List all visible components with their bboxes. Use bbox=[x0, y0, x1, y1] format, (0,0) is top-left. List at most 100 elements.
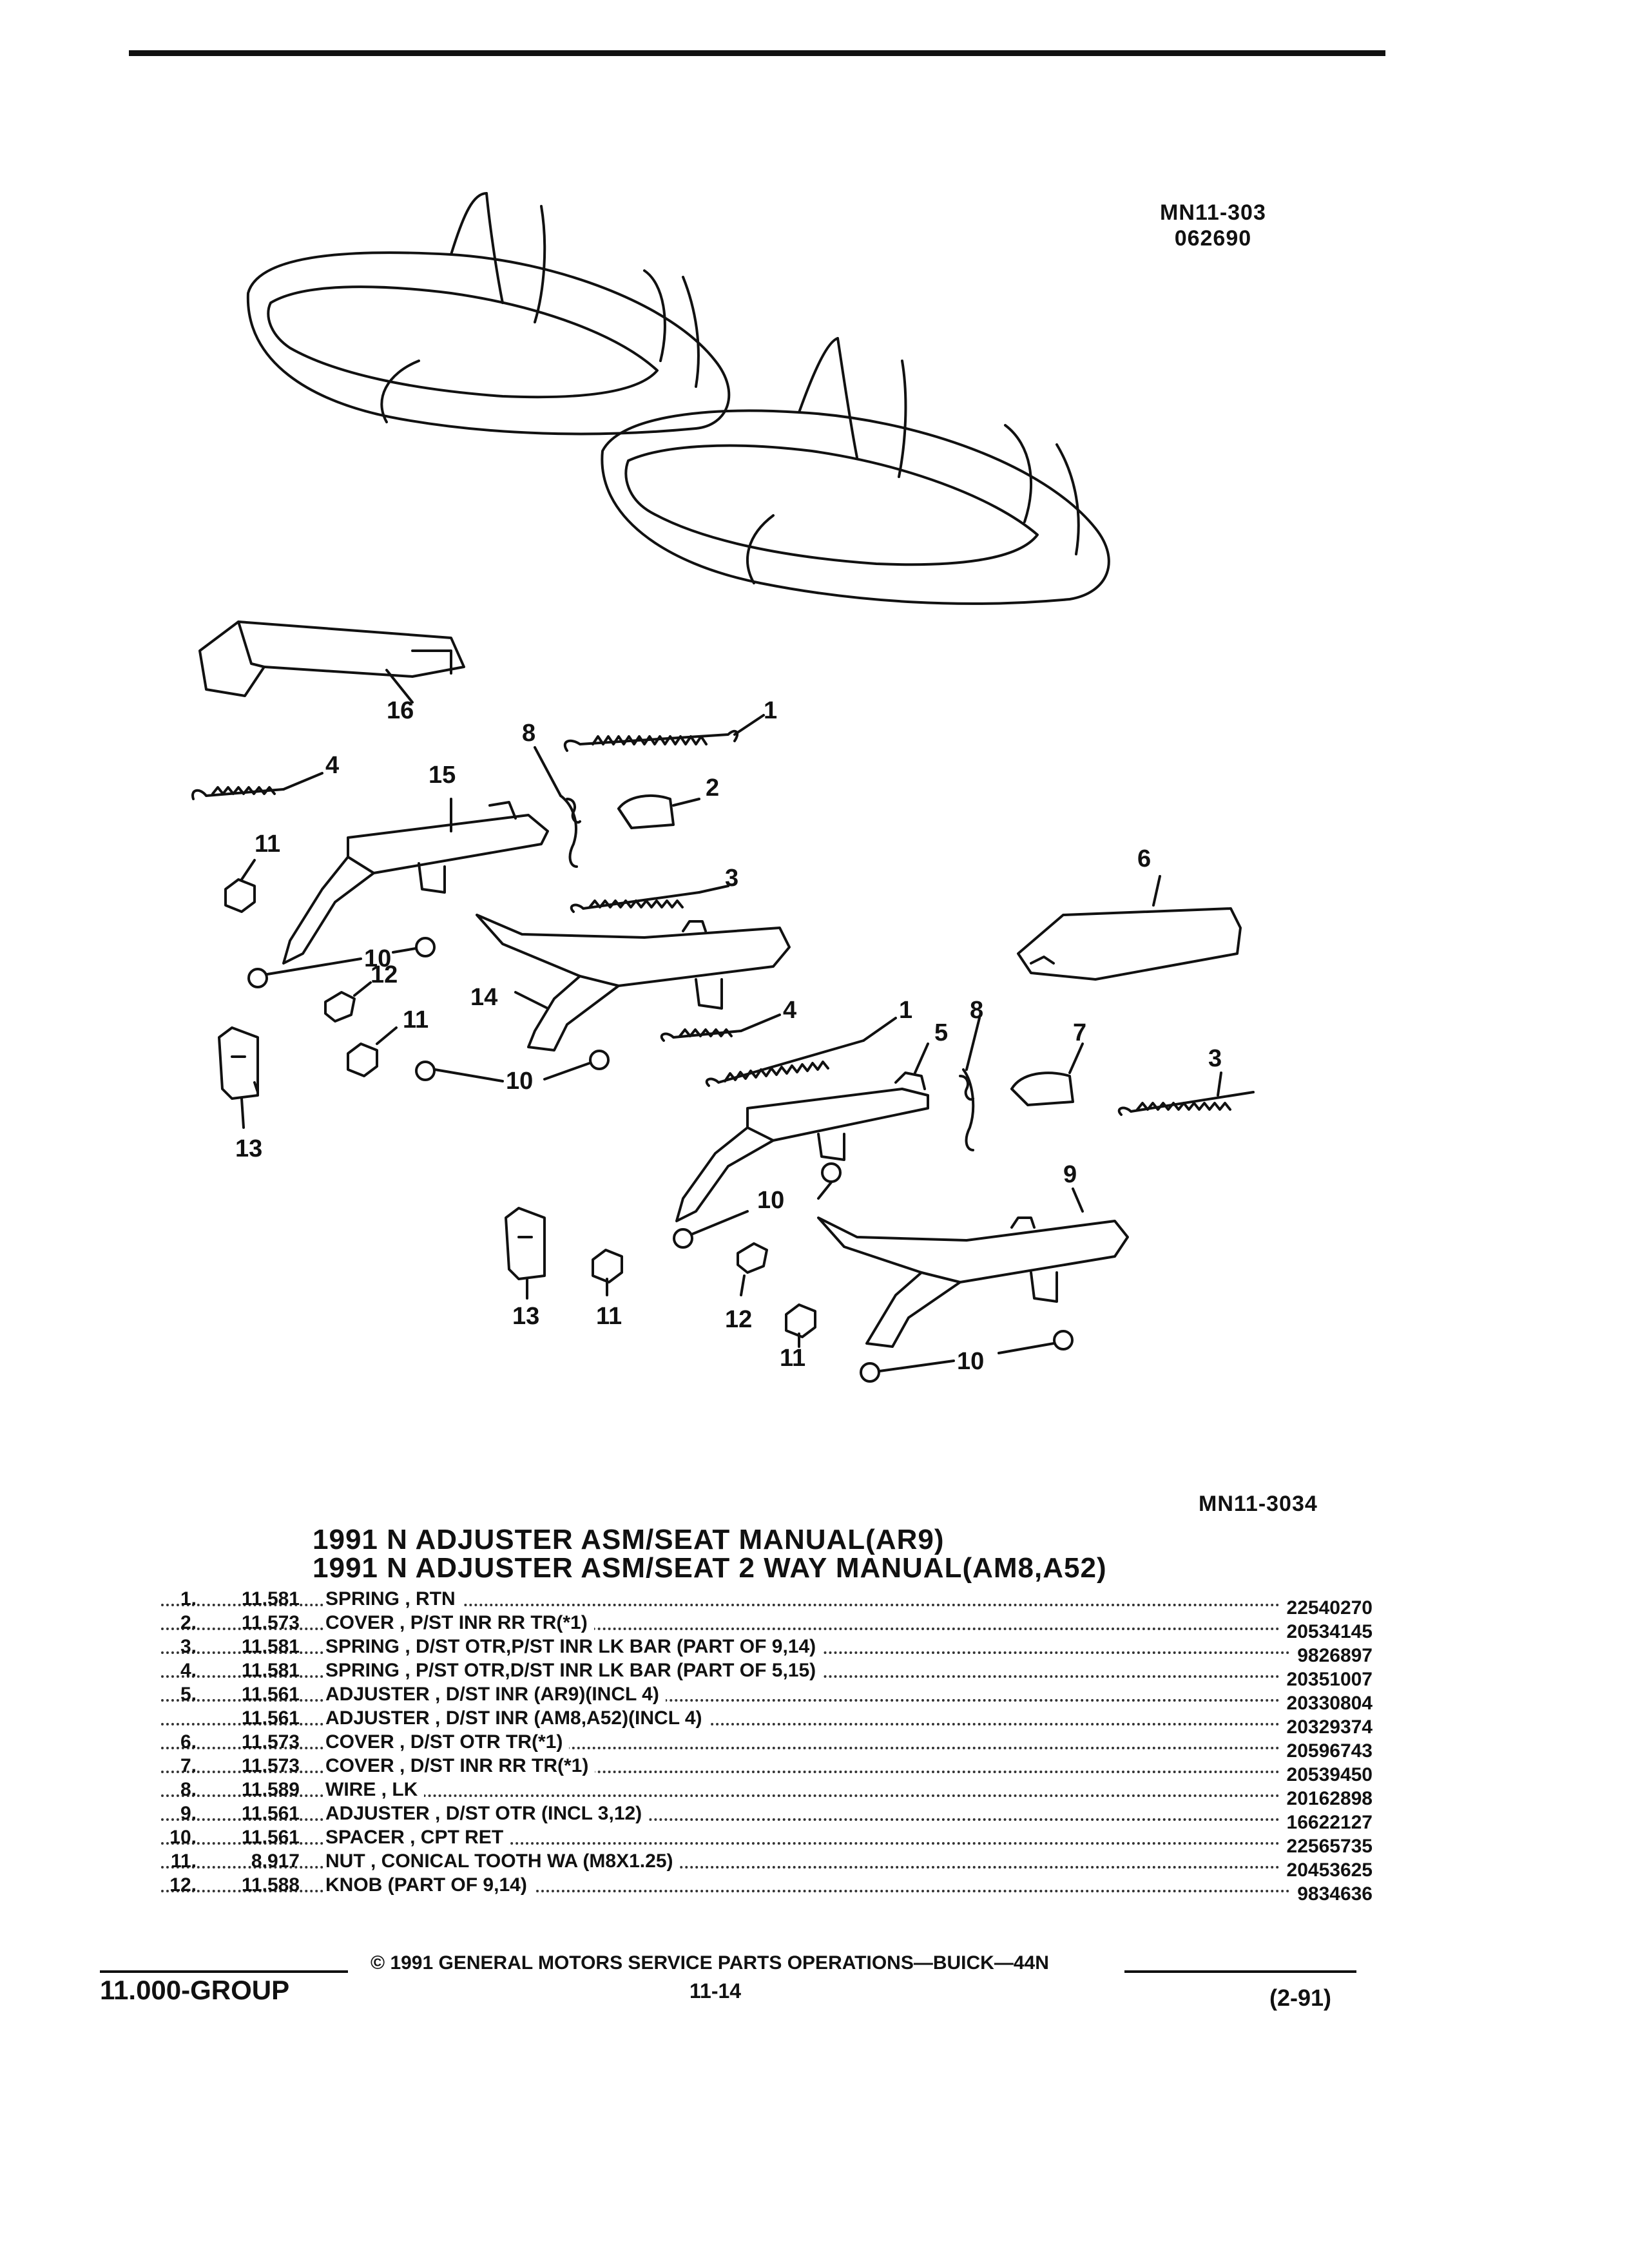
part-description: ADJUSTER , D/ST INR (AM8,A52)(INCL 4) bbox=[325, 1707, 702, 1729]
part-number: 9. bbox=[180, 1803, 197, 1824]
figure-code-bottom: MN11-3034 bbox=[1199, 1492, 1318, 1516]
callout-11-b: 11 bbox=[403, 1006, 429, 1033]
footer-copyright: © 1991 GENERAL MOTORS SERVICE PARTS OPER… bbox=[371, 1952, 1049, 1974]
part-description: COVER , D/ST OTR TR(*1) bbox=[325, 1731, 563, 1753]
callout-14: 14 bbox=[470, 984, 497, 1011]
group-number: 11.589 bbox=[241, 1779, 300, 1800]
part-catalog-number: 20539450 bbox=[1280, 1764, 1373, 1786]
group-number: 11.581 bbox=[241, 1588, 300, 1610]
part-2-cover bbox=[617, 794, 700, 829]
callout-4-lower: 4 bbox=[783, 997, 796, 1024]
parts-row: 11.561 ADJUSTER , D/ST INR (AM8,A52)(INCL… bbox=[161, 1707, 1373, 1738]
part-catalog-number: 9834636 bbox=[1291, 1883, 1373, 1905]
part-7-cover bbox=[1010, 1043, 1084, 1106]
callout-10-d: 10 bbox=[957, 1348, 984, 1375]
part-10-spacers bbox=[247, 937, 1074, 1383]
part-number: 5. bbox=[180, 1684, 197, 1705]
parts-row: 4. 11.581 SPRING , P/ST OTR,D/ST INR LK BA… bbox=[161, 1660, 1373, 1691]
part-description: WIRE , LK bbox=[325, 1779, 418, 1800]
part-number: 6. bbox=[180, 1731, 197, 1753]
callout-15: 15 bbox=[429, 762, 456, 789]
part-4-spring-lower bbox=[660, 1014, 781, 1042]
parts-row: 5. 11.561 ADJUSTER , D/ST INR (AR9)(INCL 4… bbox=[161, 1684, 1373, 1715]
part-number: 3. bbox=[180, 1636, 197, 1657]
part-catalog-number: 16622127 bbox=[1280, 1812, 1373, 1834]
part-5-adjuster bbox=[675, 1043, 929, 1222]
group-number: 11.581 bbox=[241, 1636, 300, 1657]
figure-code-top: MN11-303 062690 bbox=[1160, 200, 1266, 251]
part-3-spring-upper bbox=[570, 885, 729, 913]
part-description: KNOB (PART OF 9,14) bbox=[325, 1874, 527, 1896]
callout-13-b: 13 bbox=[512, 1303, 539, 1330]
part-number: 1. bbox=[180, 1588, 197, 1610]
part-description: ADJUSTER , D/ST INR (AR9)(INCL 4) bbox=[325, 1684, 659, 1705]
part-9-adjuster bbox=[817, 1187, 1129, 1348]
part-number: 12. bbox=[169, 1874, 197, 1896]
part-13-brackets bbox=[218, 1026, 546, 1300]
parts-row: 10. 11.561 SPACER , CPT RET 22565735 bbox=[161, 1827, 1373, 1858]
part-description: SPACER , CPT RET bbox=[325, 1827, 504, 1848]
footer-rule-left bbox=[100, 1970, 348, 1973]
part-number: 7. bbox=[180, 1755, 197, 1776]
part-12-knobs bbox=[324, 981, 768, 1296]
part-14-adjuster bbox=[476, 914, 791, 1052]
part-1-spring-lower bbox=[705, 1017, 897, 1087]
callout-16: 16 bbox=[387, 697, 414, 724]
part-1-spring-upper bbox=[563, 714, 765, 752]
part-8-wire-upper bbox=[534, 746, 581, 868]
part-catalog-number: 22540270 bbox=[1280, 1597, 1373, 1619]
callout-11-c: 11 bbox=[596, 1303, 622, 1330]
callout-7: 7 bbox=[1073, 1019, 1086, 1046]
group-number: 11.581 bbox=[241, 1660, 300, 1681]
parts-row: 3. 11.581 SPRING , D/ST OTR,P/ST INR LK BA… bbox=[161, 1636, 1373, 1667]
callout-1-lower: 1 bbox=[899, 997, 912, 1024]
part-description: ADJUSTER , D/ST OTR (INCL 3,12) bbox=[325, 1803, 642, 1824]
group-number: 11.561 bbox=[241, 1707, 300, 1729]
group-number: 11.561 bbox=[241, 1827, 300, 1848]
part-description: SPRING , RTN bbox=[325, 1588, 456, 1610]
part-description: SPRING , P/ST OTR,D/ST INR LK BAR (PART … bbox=[325, 1660, 816, 1681]
top-rule bbox=[129, 50, 1385, 56]
group-number: 11.561 bbox=[241, 1684, 300, 1705]
callout-10-c: 10 bbox=[757, 1187, 784, 1214]
part-number: 10. bbox=[169, 1827, 197, 1848]
part-description: COVER , P/ST INR RR TR(*1) bbox=[325, 1612, 588, 1633]
group-number: 11.588 bbox=[241, 1874, 300, 1896]
part-catalog-number: 20453625 bbox=[1280, 1860, 1373, 1881]
part-catalog-number: 20351007 bbox=[1280, 1669, 1373, 1691]
group-number: 11.573 bbox=[241, 1755, 300, 1776]
callout-3-lower: 3 bbox=[1208, 1045, 1222, 1072]
part-4-spring-upper bbox=[191, 772, 323, 800]
callout-1: 1 bbox=[764, 697, 777, 724]
section-titles: 1991 N ADJUSTER ASM/SEAT MANUAL(AR9) 199… bbox=[313, 1526, 1107, 1582]
part-11-nut-a bbox=[224, 859, 256, 913]
part-catalog-number: 9826897 bbox=[1291, 1645, 1373, 1667]
part-number: 2. bbox=[180, 1612, 197, 1633]
part-3-spring-lower bbox=[1117, 1072, 1255, 1116]
callout-10-b: 10 bbox=[506, 1068, 533, 1095]
part-number: 11. bbox=[170, 1850, 197, 1872]
callout-11-d: 11 bbox=[780, 1345, 805, 1372]
callout-8: 8 bbox=[522, 720, 535, 747]
group-number: 11.573 bbox=[241, 1731, 300, 1753]
part-11-nuts bbox=[347, 1026, 816, 1348]
parts-row: 7. 11.573 COVER , D/ST INR RR TR(*1) 205394… bbox=[161, 1755, 1373, 1786]
callout-6: 6 bbox=[1137, 845, 1151, 872]
part-6-cover bbox=[1017, 875, 1242, 981]
callout-12: 12 bbox=[371, 961, 398, 988]
callout-9: 9 bbox=[1063, 1161, 1077, 1188]
callout-8-lower: 8 bbox=[970, 997, 983, 1024]
part-catalog-number: 22565735 bbox=[1280, 1836, 1373, 1858]
part-description: COVER , D/ST INR RR TR(*1) bbox=[325, 1755, 589, 1776]
group-number: 8.917 bbox=[251, 1850, 300, 1872]
group-number: 11.561 bbox=[241, 1803, 300, 1824]
callout-labels: 16 1 8 2 4 15 11 3 6 10 12 14 4 1 8 5 7 … bbox=[235, 697, 1222, 1375]
callout-11: 11 bbox=[255, 831, 280, 858]
part-number: 4. bbox=[180, 1660, 197, 1681]
seat-illustration-left bbox=[246, 192, 731, 436]
part-description: SPRING , D/ST OTR,P/ST INR LK BAR (PART … bbox=[325, 1636, 816, 1657]
part-catalog-number: 20329374 bbox=[1280, 1716, 1373, 1738]
